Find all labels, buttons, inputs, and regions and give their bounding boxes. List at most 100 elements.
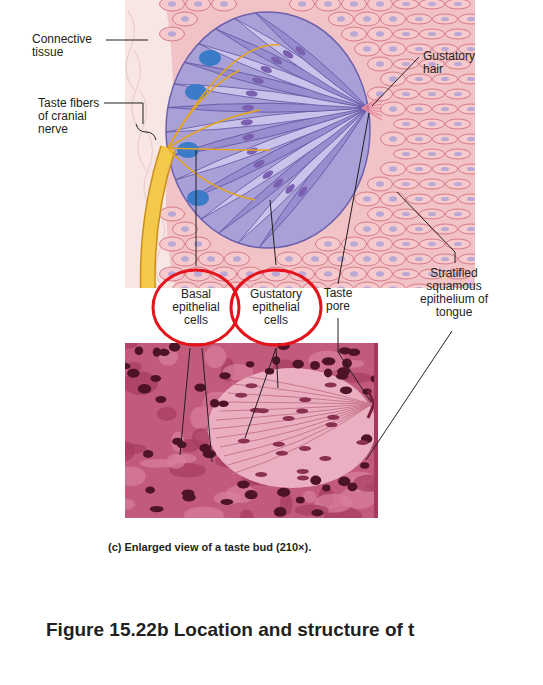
epithelial-cell [329,12,354,26]
tissue-blob [167,453,186,468]
leader-line [104,103,143,124]
cell-nucleus [467,257,475,261]
leader-line [196,150,197,266]
nerve [148,148,168,288]
epithelial-cell [420,179,445,189]
cell-nucleus [350,31,358,37]
cell-nucleus [337,256,345,262]
cell-nucleus [441,197,449,201]
epithelial-cell [368,177,393,191]
epithelial-cell [407,134,432,144]
leader-line [372,57,419,106]
nucleus [210,399,219,408]
cell-nucleus [415,227,423,231]
cell-nucleus [415,17,423,21]
leader-line [180,348,190,455]
epithelial-cell [407,14,432,24]
leader-line [270,200,276,265]
nerve-fiber [168,70,240,148]
epithelial-cell [368,237,393,251]
highlight-circle [231,270,321,345]
nucleus [283,416,295,421]
epithelial-cell [342,27,367,41]
epithelial-cell [394,239,419,249]
cell-nucleus [402,242,410,246]
epithelial-cell [368,207,393,221]
gustatory-cell [198,44,368,108]
cell-nucleus [272,271,280,277]
basal-cell [187,190,209,206]
cell-nucleus [428,92,436,96]
illustration [125,0,475,288]
cell-nucleus [298,1,306,7]
cell-nucleus [428,152,436,156]
nerve-outline [148,148,168,288]
nucleus [273,442,285,447]
cell-nucleus [454,152,462,156]
cell-nucleus [260,64,273,74]
nucleus [325,382,337,387]
nucleus [155,396,166,403]
cell-nucleus [441,257,449,261]
nucleus [245,490,258,499]
cell-nucleus [363,46,371,52]
epithelial-cell [446,239,471,249]
nucleus [276,451,288,456]
cell-nucleus [389,16,397,22]
epithelial-cell [368,267,393,281]
epithelial-cell [173,222,198,236]
epithelial-cell [459,74,476,84]
epithelial-cell [316,0,341,11]
epithelial-cell [407,164,432,174]
epithelial-cell [355,12,380,26]
cell-nucleus [402,62,410,66]
basal-cell [199,50,221,66]
epithelial-cell [394,89,419,99]
nucleus [237,480,249,488]
nucleus [235,393,247,398]
cell-nucleus [441,137,449,141]
nucleus [169,343,180,352]
cell-nucleus [441,77,449,81]
leader-line [338,113,369,284]
cell-nucleus [454,122,462,126]
connective-fiber [126,10,135,90]
epithelial-cell [381,192,406,206]
leader-line [276,348,278,388]
epithelial-cell [342,267,367,281]
connective-fiber [132,50,141,130]
cell-streak [224,404,372,456]
part-label: Gustatory hair [423,50,493,76]
cell-nucleus [467,107,475,111]
cell-nucleus [324,241,332,247]
nucleus [322,357,336,365]
epithelial-cell [316,267,341,281]
nucleus [145,486,155,493]
cell-nucleus [402,32,410,36]
cell-nucleus [168,211,176,217]
part-label: Taste fibers of cranial nerve [38,97,110,136]
cell-nucleus [350,241,358,247]
nucleus [255,472,267,477]
epithelial-cell [381,282,406,288]
cell-nucleus [428,182,436,186]
gustatory-cell [256,13,368,108]
epithelial-cell [160,237,185,251]
cell-nucleus [389,226,397,232]
cell-nucleus [376,241,384,247]
nucleus [296,497,305,504]
epithelial-cell [446,209,471,219]
epithelial-cell [433,164,458,174]
cell-nucleus [402,272,410,276]
epithelial-cell [433,194,458,204]
cell-nucleus [376,181,384,187]
micrograph [125,343,378,518]
epithelial-cell [420,29,445,39]
cell-nucleus [376,271,384,277]
epithelial-cell [407,104,432,114]
cell-nucleus [181,226,189,232]
cell-nucleus [389,256,397,262]
nucleus [220,499,233,505]
epithelial-cell [355,192,380,206]
nucleus [325,422,337,427]
